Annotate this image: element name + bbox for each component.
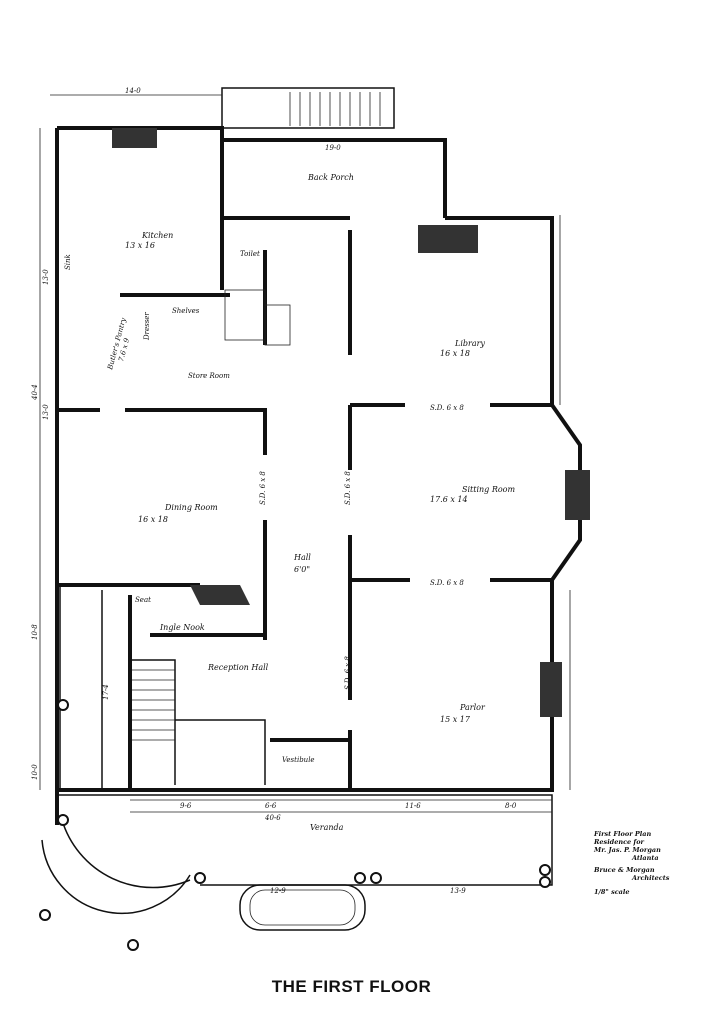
dim-front: 13-9 xyxy=(450,887,466,895)
page-title: THE FIRST FLOOR xyxy=(271,977,432,996)
label-library: Library xyxy=(454,339,485,348)
label-hall-size: 6'0" xyxy=(294,565,310,574)
label-dresser: Dresser xyxy=(143,312,151,341)
dim-left-total: 40-4 xyxy=(31,384,39,401)
label-sliding-door: S.D. 6 x 8 xyxy=(344,471,352,505)
label-dining-size: 16 x 18 xyxy=(138,515,168,524)
label-sitting-size: 17.6 x 14 xyxy=(430,495,468,504)
label-vestibule: Vestibule xyxy=(282,756,315,764)
fireplaces xyxy=(112,128,590,717)
label-library-size: 16 x 18 xyxy=(440,349,470,358)
dim-steps: 12-9 xyxy=(270,887,286,895)
dim-veranda: 9-6 xyxy=(180,802,192,810)
dim-veranda: 6-6 xyxy=(265,802,277,810)
dim-side: 10-8 xyxy=(31,624,39,640)
caption-line: Residence for xyxy=(594,838,644,846)
dim-side: 10-0 xyxy=(31,764,39,780)
label-reception: Reception Hall xyxy=(207,663,269,672)
veranda xyxy=(39,585,553,951)
label-dining: Dining Room xyxy=(164,503,218,512)
stair-treads xyxy=(132,289,291,741)
dimension-lines xyxy=(39,94,571,813)
label-kitchen-size: 13 x 16 xyxy=(125,241,155,250)
caption-line: Architects xyxy=(632,874,670,882)
dim-veranda-total: 40-6 xyxy=(264,814,281,822)
label-store-room: Store Room xyxy=(188,372,230,380)
label-shelves: Shelves xyxy=(172,307,200,315)
caption-line: Atlanta xyxy=(632,854,659,862)
dimension-labels: 14-0 40-4 13-0 13-0 9-6 6-6 11-6 8-0 40-… xyxy=(31,87,517,895)
walls xyxy=(55,126,582,792)
label-hall: Hall xyxy=(293,553,311,562)
dim-back-porch: 19-0 xyxy=(325,144,341,152)
dim-left: 13-0 xyxy=(42,404,50,420)
room-labels: Back Porch 19-0 Kitchen 13 x 16 Library … xyxy=(64,144,516,832)
label-kitchen: Kitchen xyxy=(141,231,173,240)
label-sliding-door: S.D. 6 x 8 xyxy=(430,579,464,587)
dim-veranda: 8-0 xyxy=(505,802,517,810)
label-ingle-nook: Ingle Nook xyxy=(159,623,205,632)
caption-line: Bruce & Morgan xyxy=(594,866,655,874)
label-sliding-door: S.D. 6 x 8 xyxy=(430,404,464,412)
plan-caption: First Floor Plan Residence for Mr. Jas. … xyxy=(594,830,669,896)
caption-line: First Floor Plan xyxy=(594,830,652,838)
label-seat: Seat xyxy=(135,596,151,604)
label-veranda: Veranda xyxy=(310,823,344,832)
label-sliding-door: S.D. 6 x 8 xyxy=(259,471,267,505)
back-stairs xyxy=(221,87,395,129)
label-sitting: Sitting Room xyxy=(462,485,516,494)
label-toilet: Toilet xyxy=(240,250,260,258)
label-sink: Sink xyxy=(64,254,72,270)
label-parlor-size: 15 x 17 xyxy=(440,715,471,724)
caption-line: Mr. Jas. P. Morgan xyxy=(594,846,661,854)
label-parlor: Parlor xyxy=(459,703,486,712)
caption-line: 1/8" scale xyxy=(594,888,630,896)
dim-side: 17-4 xyxy=(102,684,110,700)
dim-veranda: 11-6 xyxy=(405,802,421,810)
dim-top: 14-0 xyxy=(125,87,141,95)
label-back-porch: Back Porch xyxy=(307,173,354,182)
dim-left: 13-0 xyxy=(42,269,50,285)
label-sliding-door: S.D. 6 x 8 xyxy=(344,656,352,690)
